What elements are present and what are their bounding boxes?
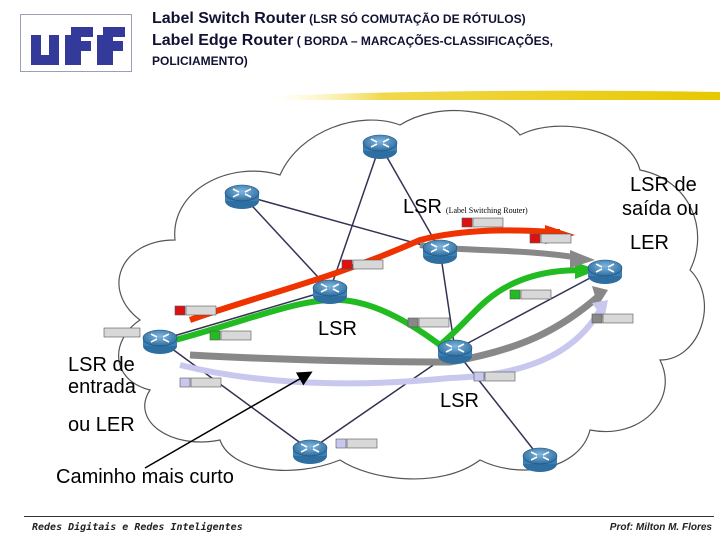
label-lsr-entrada-line2: entrada <box>68 376 136 398</box>
uff-logo <box>20 14 132 72</box>
footer-course: Redes Digitais e Redes Inteligentes <box>32 522 243 533</box>
tag-green-right <box>509 289 552 300</box>
tag-lavender-left <box>179 377 222 388</box>
header-lsr-desc: (LSR SÓ COMUTAÇÃO DE RÓTULOS) <box>305 12 526 26</box>
router-icon <box>312 279 348 304</box>
label-caminho-mais-curto: Caminho mais curto <box>56 466 234 488</box>
path-green-arrowhead <box>575 262 598 279</box>
routers <box>142 134 623 472</box>
tag-lavender-bottom <box>335 438 378 449</box>
link <box>454 349 541 459</box>
label-lsr-top-text: LSR <box>403 196 442 218</box>
link <box>309 349 456 451</box>
tag-red-left <box>174 305 217 316</box>
router-icon <box>437 339 473 364</box>
tag-gray-mid <box>407 317 450 328</box>
label-lsr-mid: LSR <box>318 318 357 340</box>
label-lsr-saida-line1: LSR de <box>630 174 697 196</box>
router-icon <box>292 439 328 464</box>
link <box>329 144 381 291</box>
tag-red-mid <box>341 259 384 270</box>
tag-red-top <box>461 217 504 228</box>
header-line-3: POLICIAMENTO) <box>152 54 248 68</box>
label-lsr-entrada-line1: LSR de <box>68 354 135 376</box>
link <box>241 194 331 291</box>
footer-divider <box>24 516 714 517</box>
path-gray-arrowhead <box>592 286 608 306</box>
header-lsr-title: Label Switch Router <box>152 10 306 27</box>
path-green <box>174 267 586 349</box>
footer-professor: Prof: Milton M. Flores <box>609 522 712 533</box>
header-line-1: Label Switch Router (LSR SÓ COMUTAÇÃO DE… <box>152 10 526 28</box>
label-ou-ler: ou LER <box>68 414 135 436</box>
link <box>379 144 441 251</box>
label-lsr-bottom: LSR <box>440 390 479 412</box>
tag-gray-right <box>591 313 634 324</box>
header-line-2: Label Edge Router ( BORDA – MARCAÇÕES-CL… <box>152 32 553 50</box>
link <box>159 339 311 451</box>
accent-bar <box>270 90 720 100</box>
label-lsr-top-small: (Label Switching Router) <box>445 206 528 215</box>
link <box>241 194 441 251</box>
uff-logo-icon <box>31 27 125 65</box>
router-icon <box>224 184 260 209</box>
tag-green-left <box>209 330 252 341</box>
router-icon <box>142 329 178 354</box>
router-icon <box>522 447 558 472</box>
label-ler-right: LER <box>630 232 669 254</box>
shortest-path-arrow <box>144 371 313 469</box>
path-red <box>188 227 561 323</box>
link <box>159 289 331 341</box>
router-icon <box>587 259 623 284</box>
label-lsr-saida-line2: saída ou <box>622 198 699 220</box>
router-icon <box>422 239 458 264</box>
path-lavender <box>179 308 603 387</box>
tag-lavender-mid <box>473 371 516 382</box>
router-icon <box>362 134 398 159</box>
tag-gray-left <box>103 327 141 338</box>
path-gray-upper-arrowhead <box>570 250 595 268</box>
link <box>454 269 606 351</box>
path-gray <box>189 292 603 366</box>
label-tags <box>103 217 634 449</box>
label-lsr-top: LSR(Label Switching Router) <box>403 196 528 219</box>
header-ler-title: Label Edge Router <box>152 32 294 49</box>
network-links <box>159 144 606 459</box>
tag-red-right <box>529 233 572 244</box>
header-ler-desc: ( BORDA – MARCAÇÕES-CLASSIFICAÇÕES, <box>293 34 553 48</box>
network-cloud <box>118 109 705 480</box>
